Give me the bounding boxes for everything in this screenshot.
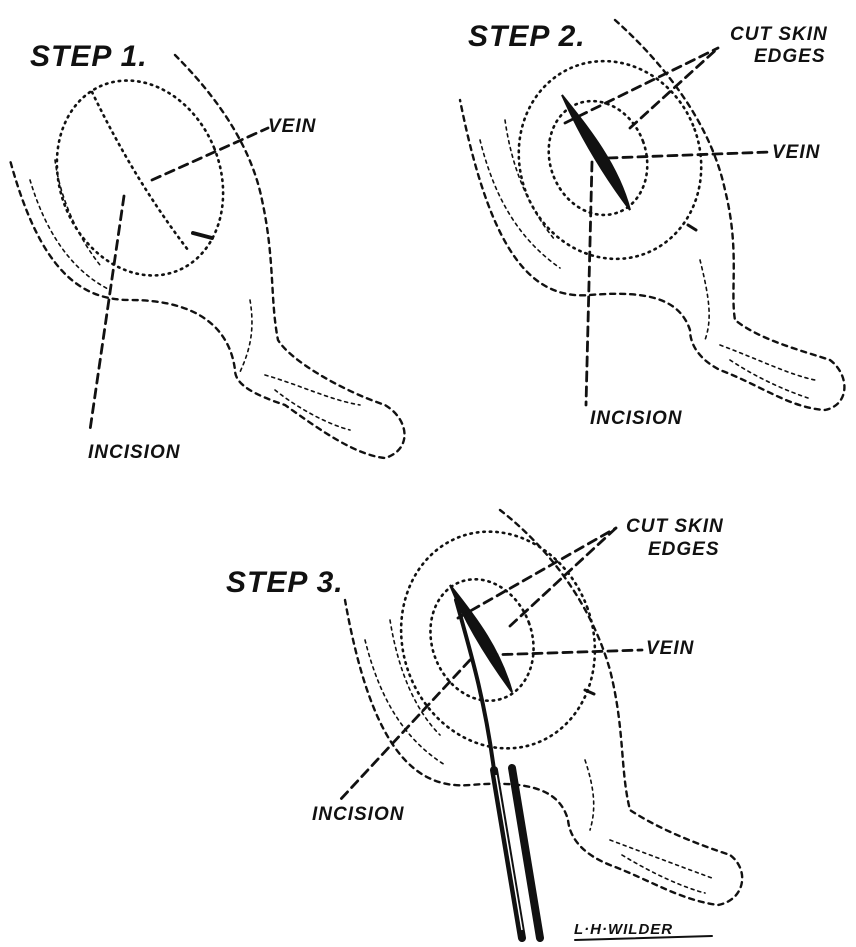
step-2-cut-skin-label-line1: CUT SKIN (730, 24, 828, 45)
step-3-vein-label: VEIN (646, 638, 695, 659)
step-3-cut-skin-label-line1: CUT SKIN (626, 516, 724, 537)
panel-step-1: STEP 1. VEIN INCISION (10, 40, 405, 463)
step-1-incision-label: INCISION (88, 442, 181, 463)
panel-step-3: STEP 3. CUT SKIN EDGES VEIN INCISION (226, 504, 742, 938)
step-3-title: STEP 3. (226, 566, 344, 599)
step-3-incision-label: INCISION (312, 804, 405, 825)
step-1-title: STEP 1. (30, 40, 148, 73)
step-2-vein-label: VEIN (772, 142, 821, 163)
panel-step-2: STEP 2. CUT SKIN EDGES VEIN INCISION (460, 20, 844, 429)
step-2-leg-drawing (460, 20, 844, 410)
signature-text: L·H·WILDER (574, 921, 673, 938)
step-1-leg-drawing (10, 55, 405, 458)
step-1-vein-label: VEIN (268, 116, 317, 137)
artist-signature: L·H·WILDER (574, 921, 712, 940)
step-3-cut-skin-label-line2: EDGES (648, 539, 720, 560)
step-2-title: STEP 2. (468, 20, 586, 53)
step-2-incision-label: INCISION (590, 408, 683, 429)
step-2-cut-skin-label-line2: EDGES (754, 46, 826, 67)
